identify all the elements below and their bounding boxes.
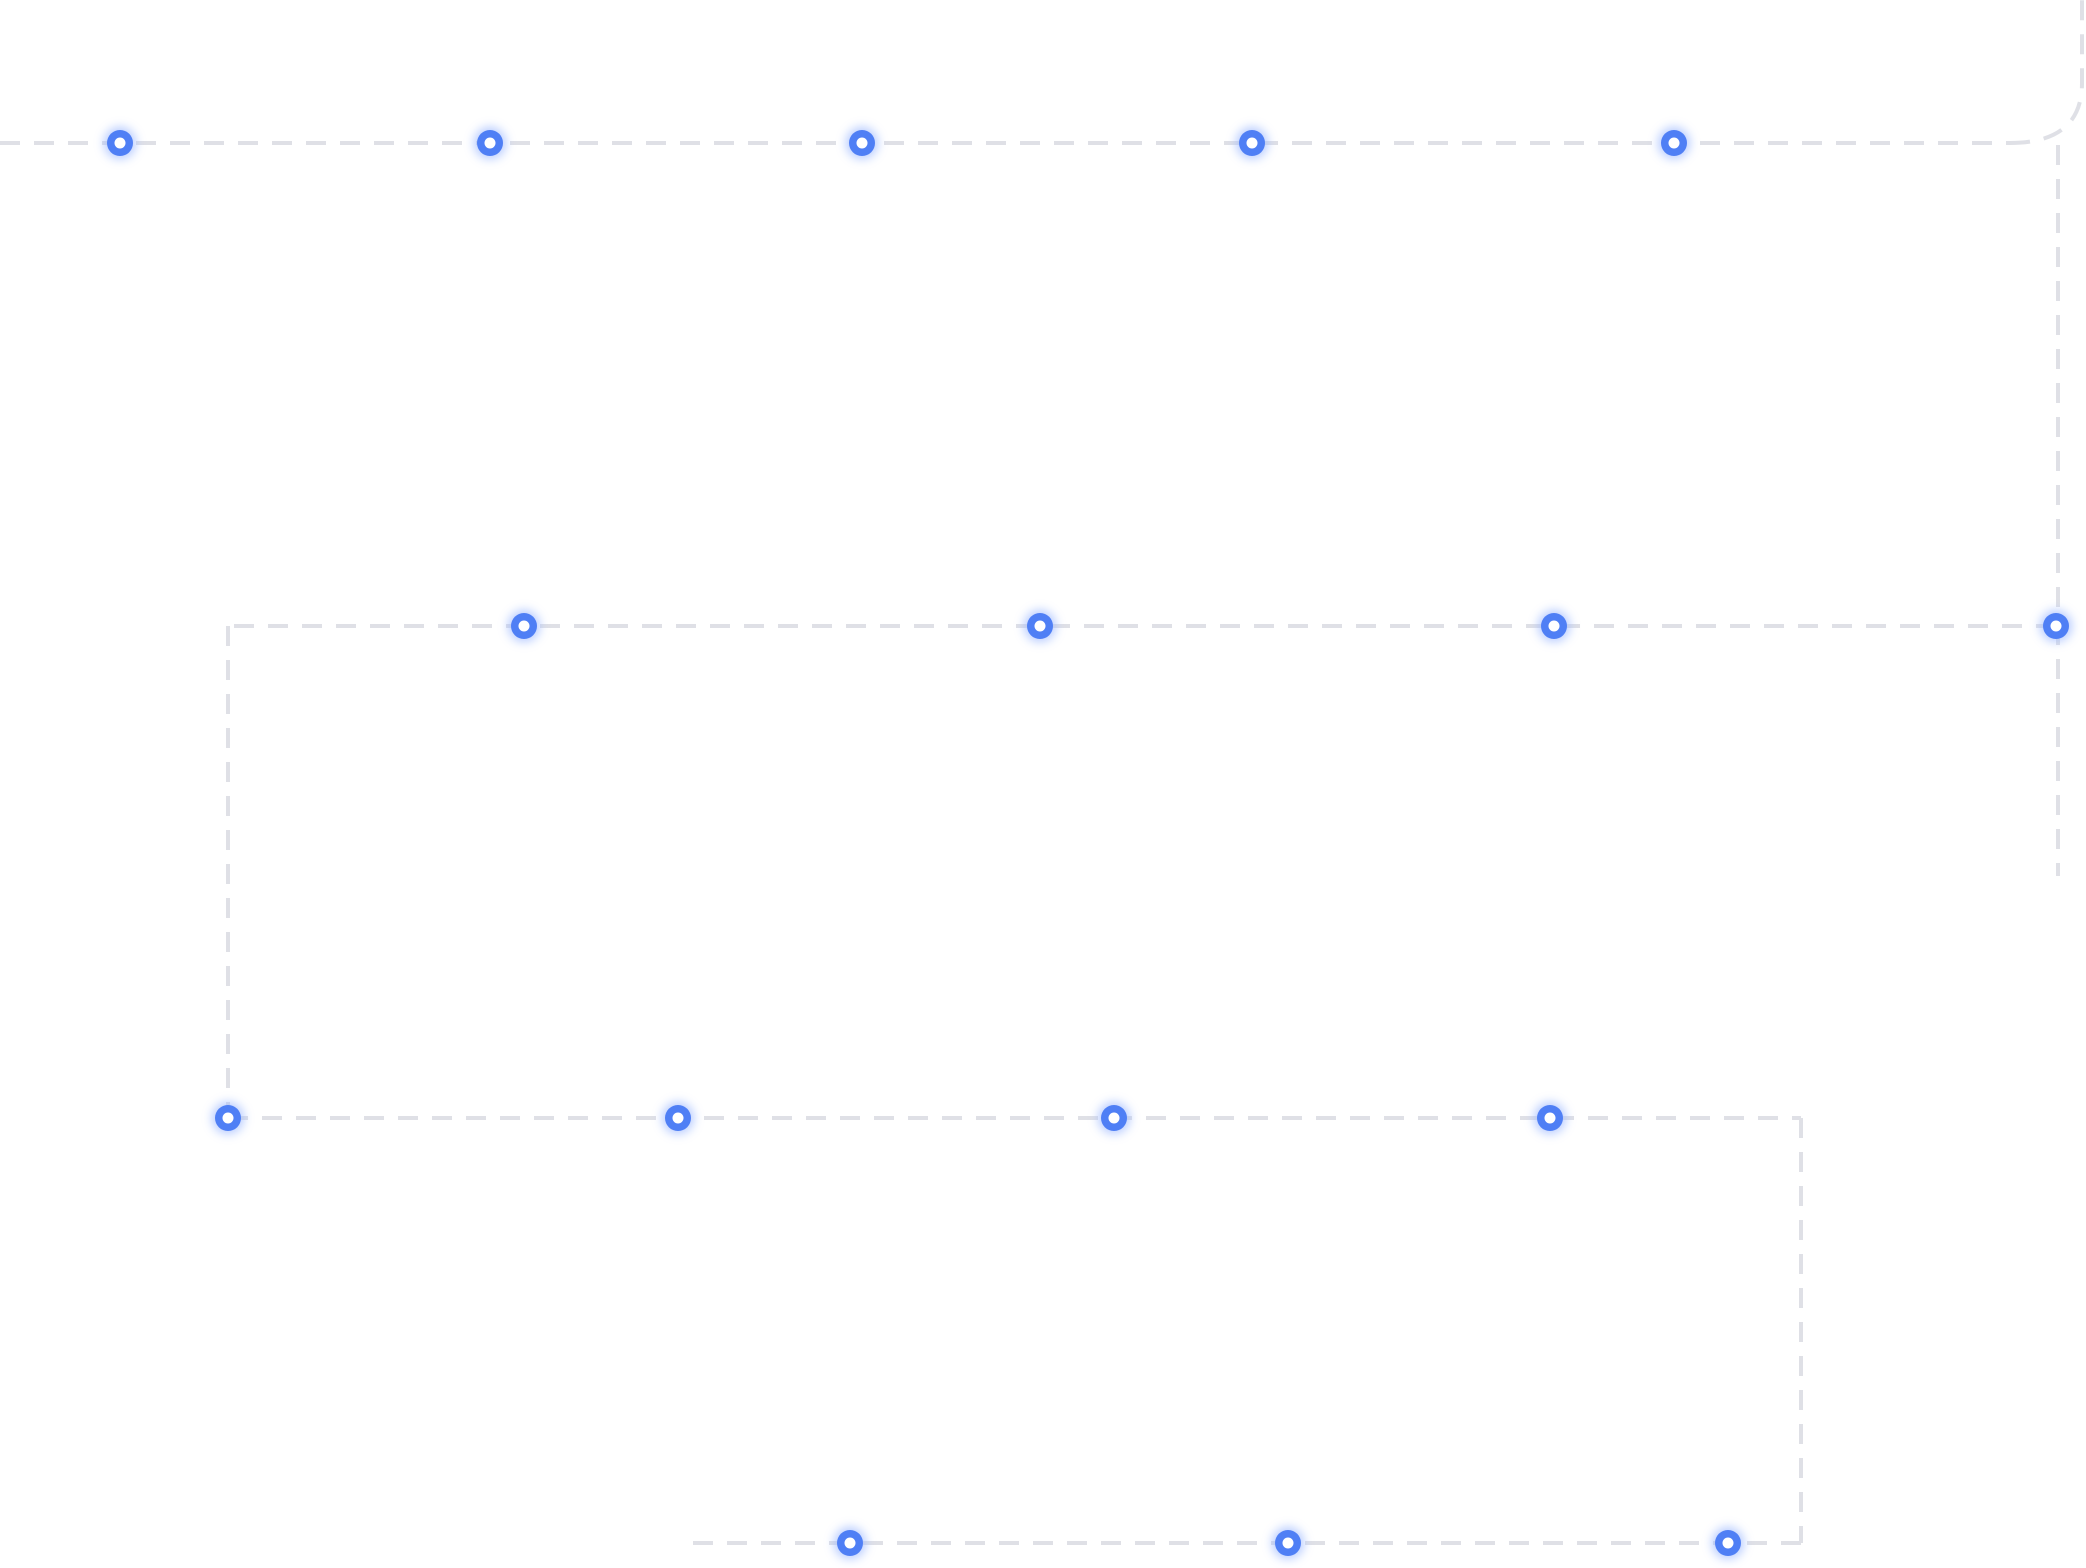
node-12: [1098, 1102, 1130, 1134]
node-6: [508, 610, 540, 642]
node-center: [518, 620, 530, 632]
node-5: [1658, 127, 1690, 159]
node-2: [474, 127, 506, 159]
node-center: [1108, 1112, 1120, 1124]
node-10: [212, 1102, 244, 1134]
node-center: [1034, 620, 1046, 632]
node-center: [856, 137, 868, 149]
node-11: [662, 1102, 694, 1134]
node-center: [222, 1112, 234, 1124]
node-center: [1722, 1537, 1734, 1549]
node-layer: [104, 127, 2072, 1559]
node-15: [1272, 1527, 1304, 1559]
node-center: [1668, 137, 1680, 149]
node-center: [1544, 1112, 1556, 1124]
node-16: [1712, 1527, 1744, 1559]
node-center: [114, 137, 126, 149]
node-center: [844, 1537, 856, 1549]
node-center: [1246, 137, 1258, 149]
node-4: [1236, 127, 1268, 159]
node-8: [1538, 610, 1570, 642]
node-3: [846, 127, 878, 159]
node-center: [2050, 620, 2062, 632]
node-13: [1534, 1102, 1566, 1134]
node-center: [672, 1112, 684, 1124]
node-7: [1024, 610, 1056, 642]
node-1: [104, 127, 136, 159]
node-center: [484, 137, 496, 149]
node-9: [2040, 610, 2072, 642]
node-14: [834, 1527, 866, 1559]
node-center: [1282, 1537, 1294, 1549]
node-center: [1548, 620, 1560, 632]
path-segment-top-curve: [2009, 0, 2084, 145]
